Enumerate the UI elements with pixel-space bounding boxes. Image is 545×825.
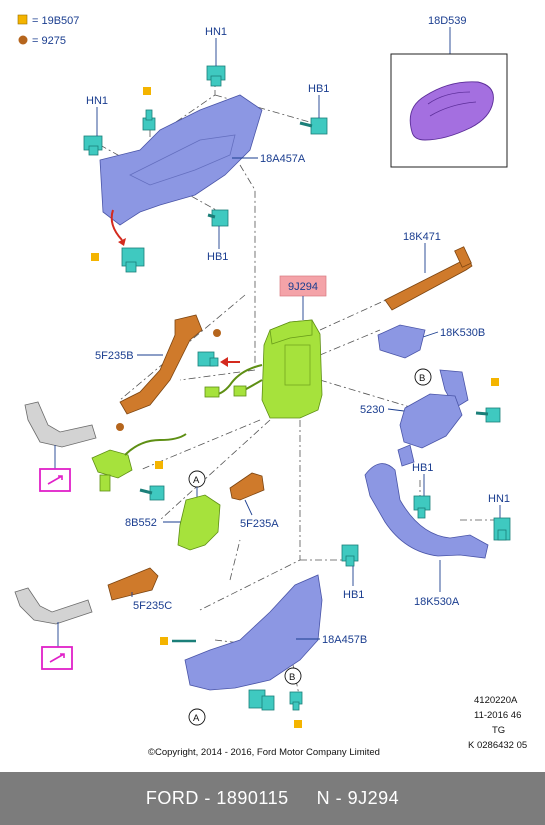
label-hb1-mid-right: HB1 <box>412 462 433 474</box>
legend-square-icon <box>155 461 163 469</box>
tailpipe-18k530a <box>364 463 489 559</box>
hose-5f235b <box>119 314 203 415</box>
label-18a457b: 18A457B <box>322 634 367 646</box>
legend-square-icon <box>160 637 168 645</box>
legend-square-icon <box>91 253 99 261</box>
legend-circle-icon <box>18 35 28 45</box>
ref-line-2: 11-2016 46 <box>474 710 521 721</box>
bolt-hb1-under <box>207 209 229 227</box>
legend-circle-text: = 9275 <box>32 35 66 47</box>
rotation-arrow <box>110 209 123 241</box>
bolt-hb1-lower <box>341 544 359 567</box>
bolt-hb1-mid-right <box>413 495 431 519</box>
bolt-right-5230 <box>475 407 501 423</box>
pump-8b552 <box>177 494 221 551</box>
nut-hn1-left <box>83 135 103 156</box>
label-18k530b: 18K530B <box>440 327 485 339</box>
clip-lower-left <box>121 247 145 273</box>
label-5f235c: 5F235C <box>133 600 172 612</box>
legend-square-icon <box>491 378 499 386</box>
sensor-teal-mid <box>197 351 219 367</box>
label-hn1-left: HN1 <box>86 95 108 107</box>
label-5f235b: 5F235B <box>95 350 134 362</box>
nut-hn1-right <box>493 517 511 541</box>
bolt-hb1-right-top <box>299 117 328 135</box>
pipe-18k471 <box>384 257 473 311</box>
bolt-lower-right <box>289 691 303 711</box>
marker-a-lower-text: A <box>193 713 200 724</box>
label-18a457a: 18A457A <box>260 153 306 165</box>
hose-5f235a <box>229 472 265 501</box>
pipe-grey-upper <box>24 401 97 448</box>
legend-square-text: = 19B507 <box>32 15 79 27</box>
marker-b-right <box>414 368 432 386</box>
label-hb1-right-top: HB1 <box>308 83 329 95</box>
label-hn1-top: HN1 <box>205 26 227 38</box>
footer-brand-code: FORD - 1890115 <box>145 788 289 808</box>
inset-box-18d539 <box>390 53 508 168</box>
marker-b-lower-text: B <box>289 672 295 683</box>
label-8b552: 8B552 <box>125 517 157 529</box>
label-hb1-lower: HB1 <box>343 589 364 601</box>
pipe-grey-lower <box>14 587 93 625</box>
label-18k471: 18K471 <box>403 231 441 243</box>
marker-b-lower <box>284 667 302 685</box>
pump-green-left <box>91 433 187 492</box>
label-5f235a: 5F235A <box>240 518 279 530</box>
footer-bar: FORD - 1890115 N - 9J294 <box>0 772 545 825</box>
ref-line-1: 4120220A <box>474 695 518 706</box>
nut-hn1-top <box>206 65 226 87</box>
marker-a-lower <box>188 708 206 726</box>
muffler-5230 <box>399 393 463 449</box>
heater-unit-9j294 <box>261 319 323 419</box>
clip-lower-center <box>248 689 275 711</box>
legend-square-icon <box>17 14 28 25</box>
copyright-text: ©Copyright, 2014 - 2016, Ford Motor Comp… <box>148 747 380 758</box>
legend-square-icon <box>143 87 151 95</box>
legend-square-icon <box>294 720 302 728</box>
legend-circle-icon <box>116 423 124 431</box>
hose-5f235c <box>107 567 159 601</box>
bracket-18k530b <box>377 324 426 359</box>
label-9j294: 9J294 <box>288 281 318 293</box>
label-hn1-right: HN1 <box>488 493 510 505</box>
label-18d539: 18D539 <box>428 15 467 27</box>
marker-b-right-text: B <box>419 373 425 384</box>
bolt-upper-left <box>142 109 156 131</box>
label-hb1-under: HB1 <box>207 251 228 263</box>
heat-shield-lower <box>184 574 323 691</box>
ref-line-4: K 0286432 05 <box>468 740 527 751</box>
bolt-pump <box>139 485 165 501</box>
legend-circle-icon <box>213 329 221 337</box>
parts-diagram: = 19B507 = 9275 <box>14 14 527 758</box>
footer-part-code: N - 9J294 <box>316 788 400 808</box>
label-18k530a: 18K530A <box>414 596 460 608</box>
remote-key-fob <box>409 81 494 141</box>
marker-a-mid-text: A <box>193 475 200 486</box>
ref-line-3: TG <box>492 725 505 736</box>
label-5230: 5230 <box>360 404 384 416</box>
